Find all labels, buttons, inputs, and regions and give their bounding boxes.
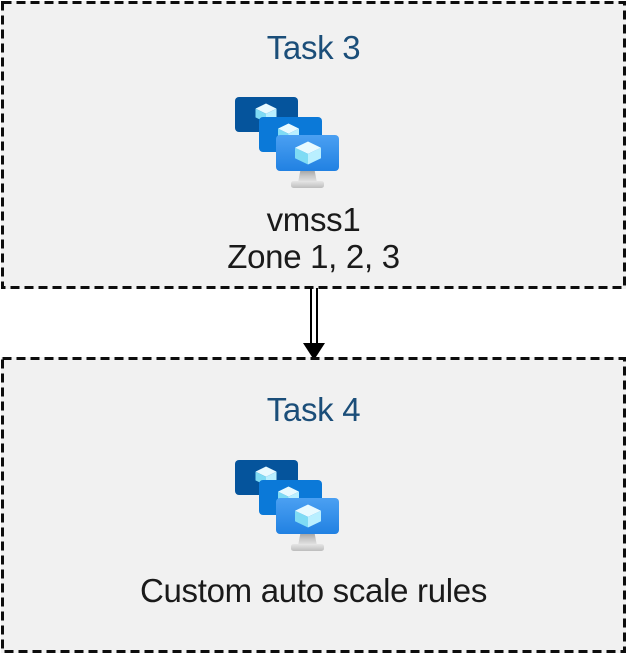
arrowhead-icon bbox=[303, 343, 325, 360]
down-arrow-connector bbox=[302, 288, 326, 361]
task3-labels: vmss1 Zone 1, 2, 3 bbox=[227, 201, 400, 275]
zones-label: Zone 1, 2, 3 bbox=[227, 238, 400, 275]
vm-scale-sets-icon bbox=[234, 97, 339, 189]
task4-box: Task 4 bbox=[1, 357, 626, 653]
vmss-name-label: vmss1 bbox=[266, 201, 361, 238]
task3-box: Task 3 bbox=[1, 1, 626, 289]
cube-front bbox=[294, 504, 321, 528]
caption-label: Custom auto scale rules bbox=[139, 572, 488, 609]
vm-scale-sets-icon bbox=[234, 460, 339, 552]
cube-front bbox=[294, 141, 321, 165]
task4-title: Task 4 bbox=[266, 391, 361, 428]
task3-title: Task 3 bbox=[266, 29, 361, 66]
